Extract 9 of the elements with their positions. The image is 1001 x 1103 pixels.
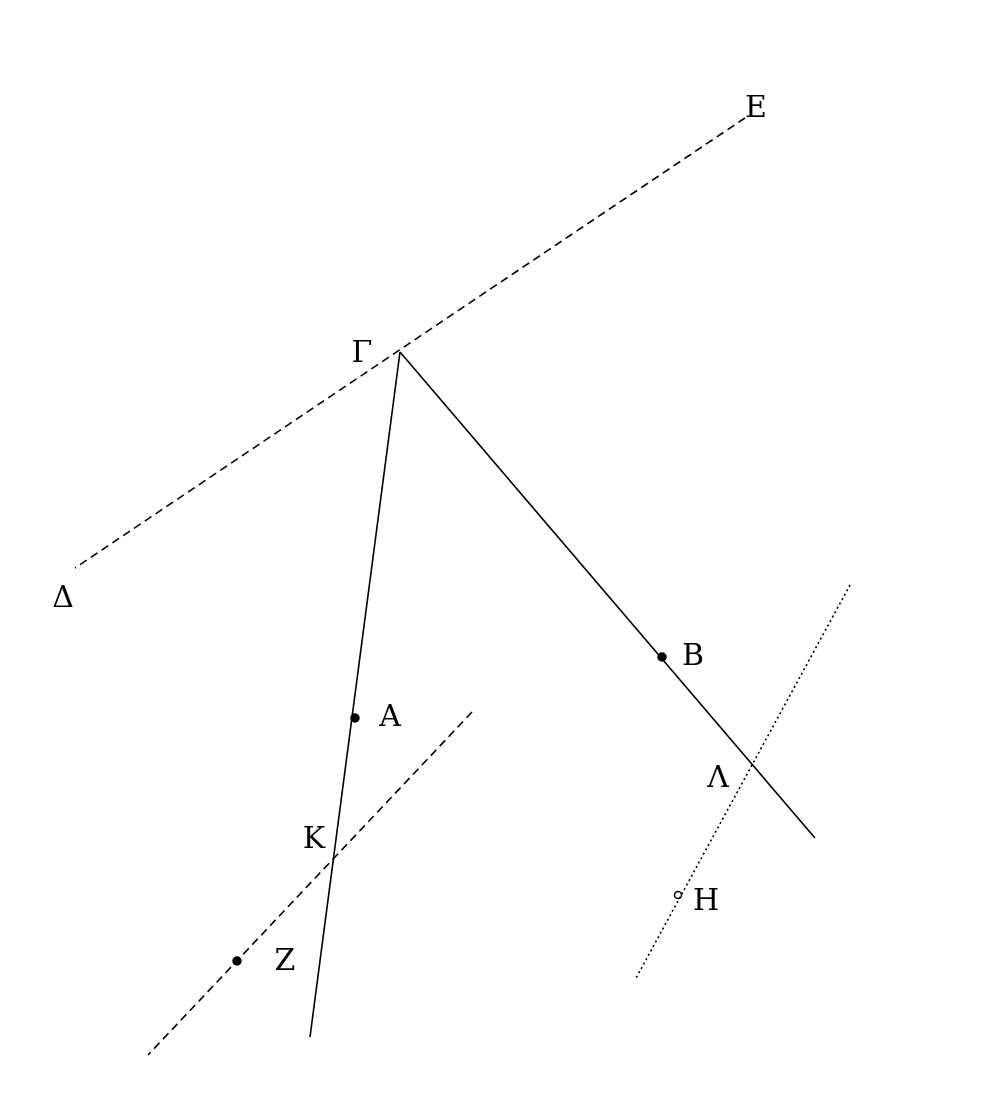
point-label: Β	[682, 640, 704, 670]
point-label: Ζ	[274, 945, 296, 975]
point-label: Γ	[351, 337, 373, 367]
point-label: Α	[379, 701, 401, 731]
point-label: Η	[692, 885, 720, 915]
point-label: Κ	[302, 823, 326, 853]
point-label: Λ	[707, 762, 729, 792]
point-label: Ε	[745, 92, 767, 122]
point-label: Δ	[52, 582, 74, 612]
